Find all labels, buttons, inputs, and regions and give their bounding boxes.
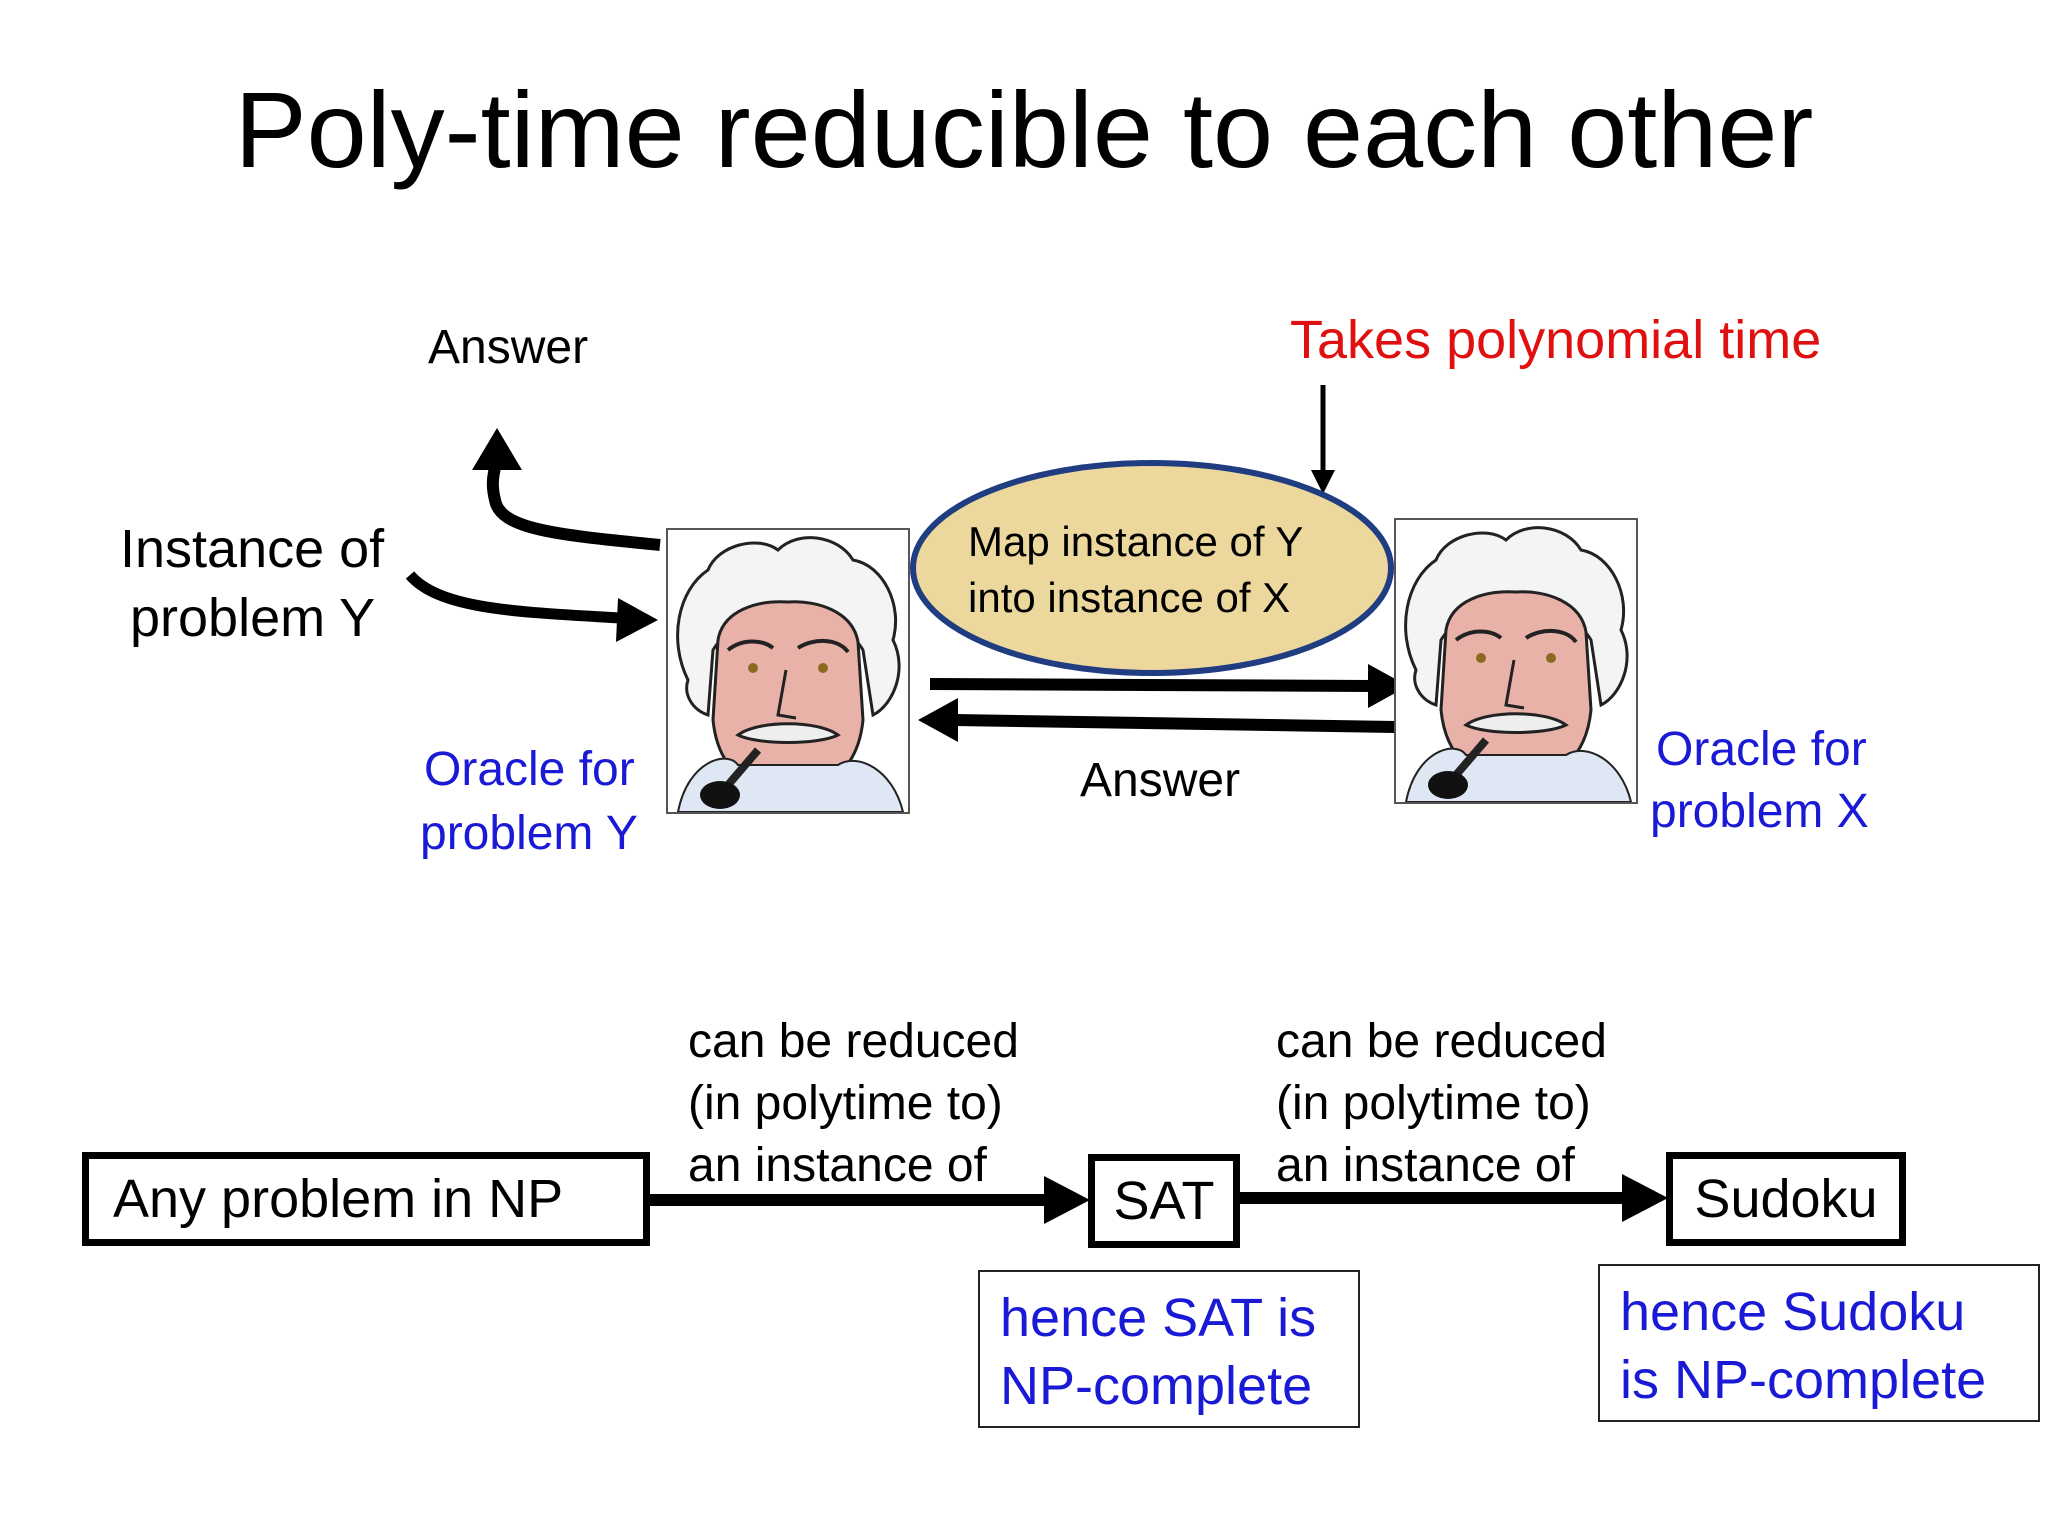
answer-top-label: Answer xyxy=(428,321,589,374)
poly-time-label: Takes polynomial time xyxy=(1290,310,1822,370)
oracle-y-label-line2: problem Y xyxy=(420,807,638,860)
map-text-line2: into instance of X xyxy=(968,574,1291,621)
note-sudoku-np-complete: hence Sudoku is NP-complete xyxy=(1598,1264,2040,1422)
box-any-problem-np-label: Any problem in NP xyxy=(113,1169,564,1229)
oracle-y-label-line1: Oracle for xyxy=(424,743,635,796)
answer-middle-label: Answer xyxy=(1080,754,1241,807)
oracle-x-portrait xyxy=(1394,518,1638,804)
chain-arrowhead-1 xyxy=(1044,1176,1090,1224)
answer-back-arrow xyxy=(954,714,1396,733)
box-sat: SAT xyxy=(1088,1154,1240,1248)
answer-back-arrowhead xyxy=(918,698,958,742)
note-sat-line1: hence SAT is xyxy=(1000,1288,1317,1348)
einstein-pipe-portrait-icon xyxy=(1404,526,1633,803)
box-sudoku: Sudoku xyxy=(1666,1152,1906,1246)
reduce1-line2: (in polytime to) xyxy=(688,1077,1003,1130)
slide-title: Poly-time reducible to each other xyxy=(234,69,1814,190)
reduce1-line3: an instance of xyxy=(688,1139,987,1192)
note-sudoku-line1: hence Sudoku xyxy=(1620,1282,1966,1342)
map-text-line1: Map instance of Y xyxy=(968,518,1304,565)
oracle-y-portrait xyxy=(666,528,910,814)
map-ellipse xyxy=(910,460,1394,676)
reduce2-line1: can be reduced xyxy=(1276,1015,1607,1068)
poly-time-arrowhead xyxy=(1311,470,1335,494)
oracle-x-label-line1: Oracle for xyxy=(1656,723,1867,776)
reduce1-line1: can be reduced xyxy=(688,1015,1019,1068)
reduce2-line2: (in polytime to) xyxy=(1276,1077,1591,1130)
instance-in-arrowhead xyxy=(616,598,658,642)
box-sat-label: SAT xyxy=(1113,1171,1215,1231)
instance-label-line2: problem Y xyxy=(130,588,376,648)
box-any-problem-np: Any problem in NP xyxy=(82,1152,650,1246)
instance-in-arrow xyxy=(405,571,621,624)
einstein-pipe-portrait-icon xyxy=(676,536,905,813)
answer-out-arrowhead xyxy=(472,428,522,470)
note-sat-line2: NP-complete xyxy=(1000,1356,1313,1416)
answer-out-arrow xyxy=(486,456,661,551)
map-to-x-arrowhead xyxy=(1368,664,1408,708)
chain-arrowhead-2 xyxy=(1622,1174,1668,1222)
note-sudoku-line2: is NP-complete xyxy=(1620,1350,1987,1410)
reduce2-line3: an instance of xyxy=(1276,1139,1575,1192)
instance-label-line1: Instance of xyxy=(120,519,385,579)
box-sudoku-label: Sudoku xyxy=(1694,1169,1878,1229)
map-to-x-arrow xyxy=(929,678,1373,692)
oracle-x-label-line2: problem X xyxy=(1650,785,1869,838)
note-sat-np-complete: hence SAT is NP-complete xyxy=(978,1270,1360,1428)
